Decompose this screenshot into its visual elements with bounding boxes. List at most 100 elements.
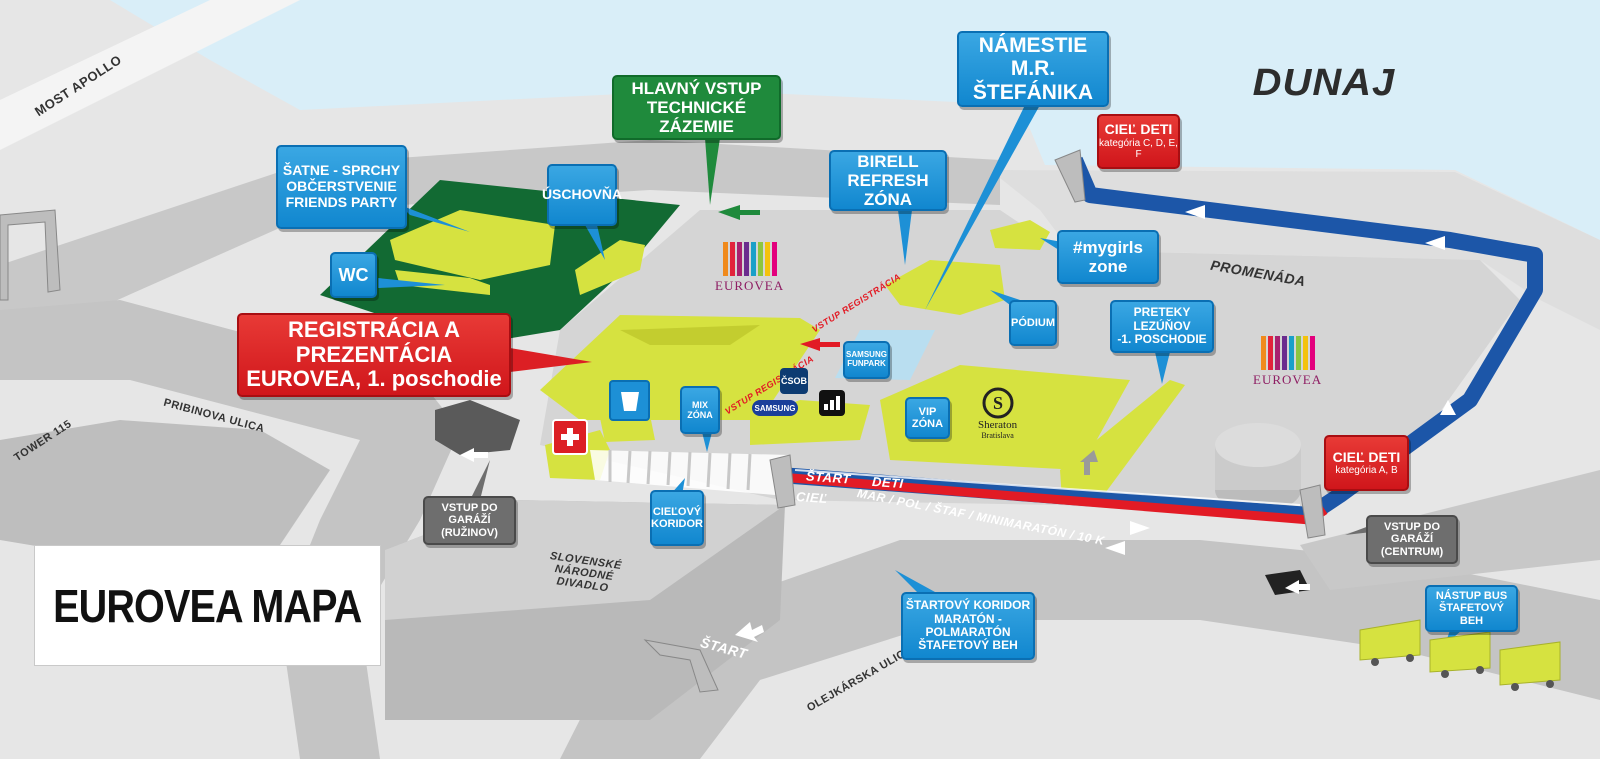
first-aid-icon <box>552 419 588 455</box>
label-hlavny-line1: HLAVNÝ VSTUP <box>631 78 762 98</box>
label-uschovna-text: ÚSCHOVŇA <box>541 186 623 203</box>
label-nastup-bus: NÁSTUP BUS ŠTAFETOVÝ BEH <box>1425 585 1518 632</box>
label-garaz-c-line2: (CENTRUM) <box>1380 545 1444 558</box>
label-birell-line2: REFRESH ZÓNA <box>847 170 929 210</box>
label-birell: BIRELL REFRESH ZÓNA <box>829 150 947 211</box>
label-startovy-line2: MARATÓN - POLMARATÓN <box>925 611 1011 639</box>
label-startovy-line3: ŠTAFETOVÝ BEH <box>918 638 1018 653</box>
adidas-logo-icon <box>819 390 845 416</box>
tail-satne <box>400 205 470 232</box>
tail-preteky <box>1155 352 1170 384</box>
label-hlavny-line2: TECHNICKÉ ZÁZEMIE <box>646 97 747 137</box>
label-satne-line3: FRIENDS PARTY <box>285 193 398 210</box>
label-cielovy-koridor: CIEĽOVÝ KORIDOR <box>650 490 704 546</box>
label-vip-line2: ZÓNA <box>911 418 944 430</box>
eurovea-logo-west: EUROVEA <box>715 242 784 294</box>
sheraton-sub-text: Bratislava <box>981 431 1014 440</box>
eurovea-bars-icon <box>1260 336 1315 370</box>
label-mygirls: #mygirls zone <box>1057 230 1159 284</box>
label-podium: PÓDIUM <box>1009 300 1057 346</box>
label-vip-zona: VIP ZÓNA <box>905 397 950 439</box>
river-dunaj <box>110 0 1600 240</box>
garage-ruzinov-ramp <box>435 400 520 455</box>
label-uschovna: ÚSCHOVŇA <box>542 164 622 226</box>
buses <box>1359 619 1561 686</box>
tail-mygirls <box>1040 238 1062 252</box>
label-registracia: REGISTRÁCIA A PREZENTÁCIA EUROVEA, 1. po… <box>237 313 511 397</box>
venue-preteky <box>1060 380 1185 500</box>
tail-registracia <box>510 348 592 372</box>
label-namestie: NÁMESTIE M.R. ŠTEFÁNIKA <box>957 31 1109 107</box>
label-podium-text: PÓDIUM <box>1011 316 1055 329</box>
tail-wc <box>378 278 445 288</box>
tail-namestie <box>925 105 1040 310</box>
label-birell-line1: BIRELL <box>857 151 919 171</box>
label-garaz-r-line2: (RUŽINOV) <box>441 526 498 539</box>
route-deti-text: DETI <box>871 473 905 492</box>
label-ciel-deti-cdef: CIEĽ DETI kategória C, D, E, F <box>1097 114 1180 169</box>
promenade <box>990 170 1600 330</box>
gray-arrow <box>1080 450 1098 475</box>
csob-text: ČSOB <box>780 376 807 386</box>
road-west-ring <box>0 420 330 560</box>
label-startovy-koridor: ŠTARTOVÝ KORIDOR MARATÓN - POLMARATÓN ŠT… <box>901 592 1035 660</box>
tail-uschovna <box>585 225 605 260</box>
label-mygirls-line2: zone <box>1088 257 1128 276</box>
label-hlavny-vstup: HLAVNÝ VSTUP TECHNICKÉ ZÁZEMIE <box>612 75 781 140</box>
label-wc-text: WC <box>338 264 369 285</box>
gates <box>0 149 1326 693</box>
label-vstup-garazi-centrum: VSTUP DO GARÁŽÍ (CENTRUM) <box>1366 515 1458 564</box>
label-satne: ŠATNE - SPRCHY OBČERSTVENIE FRIENDS PART… <box>276 145 407 229</box>
csob-logo: ČSOB <box>780 368 808 394</box>
label-bus-line2: ŠTAFETOVÝ BEH <box>1439 602 1504 627</box>
river-label: DUNAJ <box>1252 62 1396 104</box>
label-vip-line1: VIP <box>918 405 937 418</box>
venue-birell <box>885 260 1005 315</box>
label-ciel-cdef-title: CIEĽ DETI <box>1104 121 1173 138</box>
label-bus-line1: NÁSTUP BUS <box>1435 590 1508 603</box>
tail-hlavny <box>705 138 720 205</box>
red-arrow <box>800 338 840 351</box>
label-namestie-line1: NÁMESTIE <box>978 33 1088 57</box>
venue-wc-stalls <box>395 270 490 295</box>
label-satne-line2: OBČERSTVENIE <box>286 178 397 195</box>
label-preteky-line1: PRETEKY LEZÚŇOV <box>1133 305 1191 333</box>
venue-uschovna <box>575 240 645 295</box>
eurovea-bars-icon <box>722 242 777 276</box>
label-samsung-funpark-line1: SAMSUNG <box>846 350 887 360</box>
label-vstup-garazi-ruzinov: VSTUP DO GARÁŽÍ (RUŽINOV) <box>423 496 516 545</box>
cup-icon <box>609 380 650 421</box>
label-mygirls-line1: #mygirls <box>1073 237 1143 257</box>
label-satne-line1: ŠATNE - SPRCHY <box>282 162 401 179</box>
map-title: EUROVEA MAPA <box>53 579 362 632</box>
road-most-apollo <box>0 0 300 150</box>
garage-arrow-ruzinov <box>460 448 488 462</box>
samsung-logo: SAMSUNG <box>752 400 798 416</box>
label-registracia-line1: REGISTRÁCIA A PREZENTÁCIA <box>288 317 460 367</box>
label-namestie-line2: M.R. ŠTEFÁNIKA <box>972 57 1094 104</box>
label-ciel-ab-sub: kategória A, B <box>1335 465 1398 477</box>
samsung-text: SAMSUNG <box>754 403 796 413</box>
sheraton-logo-icon: S Sheraton Bratislava <box>978 387 1017 440</box>
label-ciel-ab-title: CIEĽ DETI <box>1332 448 1401 465</box>
label-garaz-c-line1: VSTUP DO GARÁŽÍ <box>1383 521 1441 546</box>
svg-text:S: S <box>993 393 1003 413</box>
green-arrow <box>718 205 760 220</box>
venue-satne <box>390 210 555 280</box>
route-arrows <box>1105 205 1456 555</box>
label-mix-zona: MIX ZÓNA <box>680 386 720 434</box>
venue-cup <box>600 415 655 442</box>
label-ciel-deti-ab: CIEĽ DETI kategória A, B <box>1324 435 1409 491</box>
label-preteky: PRETEKY LEZÚŇOV -1. POSCHODIE <box>1110 300 1214 353</box>
venue-sheraton <box>880 365 1130 470</box>
eurovea-logo-east: EUROVEA <box>1253 336 1322 388</box>
label-startovy-line1: ŠTARTOVÝ KORIDOR <box>905 598 1031 613</box>
label-ciel-cdef-sub: kategória C, D, E, F <box>1099 138 1178 161</box>
route-ciel-text: CIEĽ <box>795 488 829 507</box>
eurovea-word: EUROVEA <box>715 278 785 293</box>
map-title-box: EUROVEA MAPA <box>34 545 381 666</box>
sheraton-text: Sheraton <box>978 419 1018 431</box>
label-samsung-funpark-line2: FUNPARK <box>847 359 886 368</box>
